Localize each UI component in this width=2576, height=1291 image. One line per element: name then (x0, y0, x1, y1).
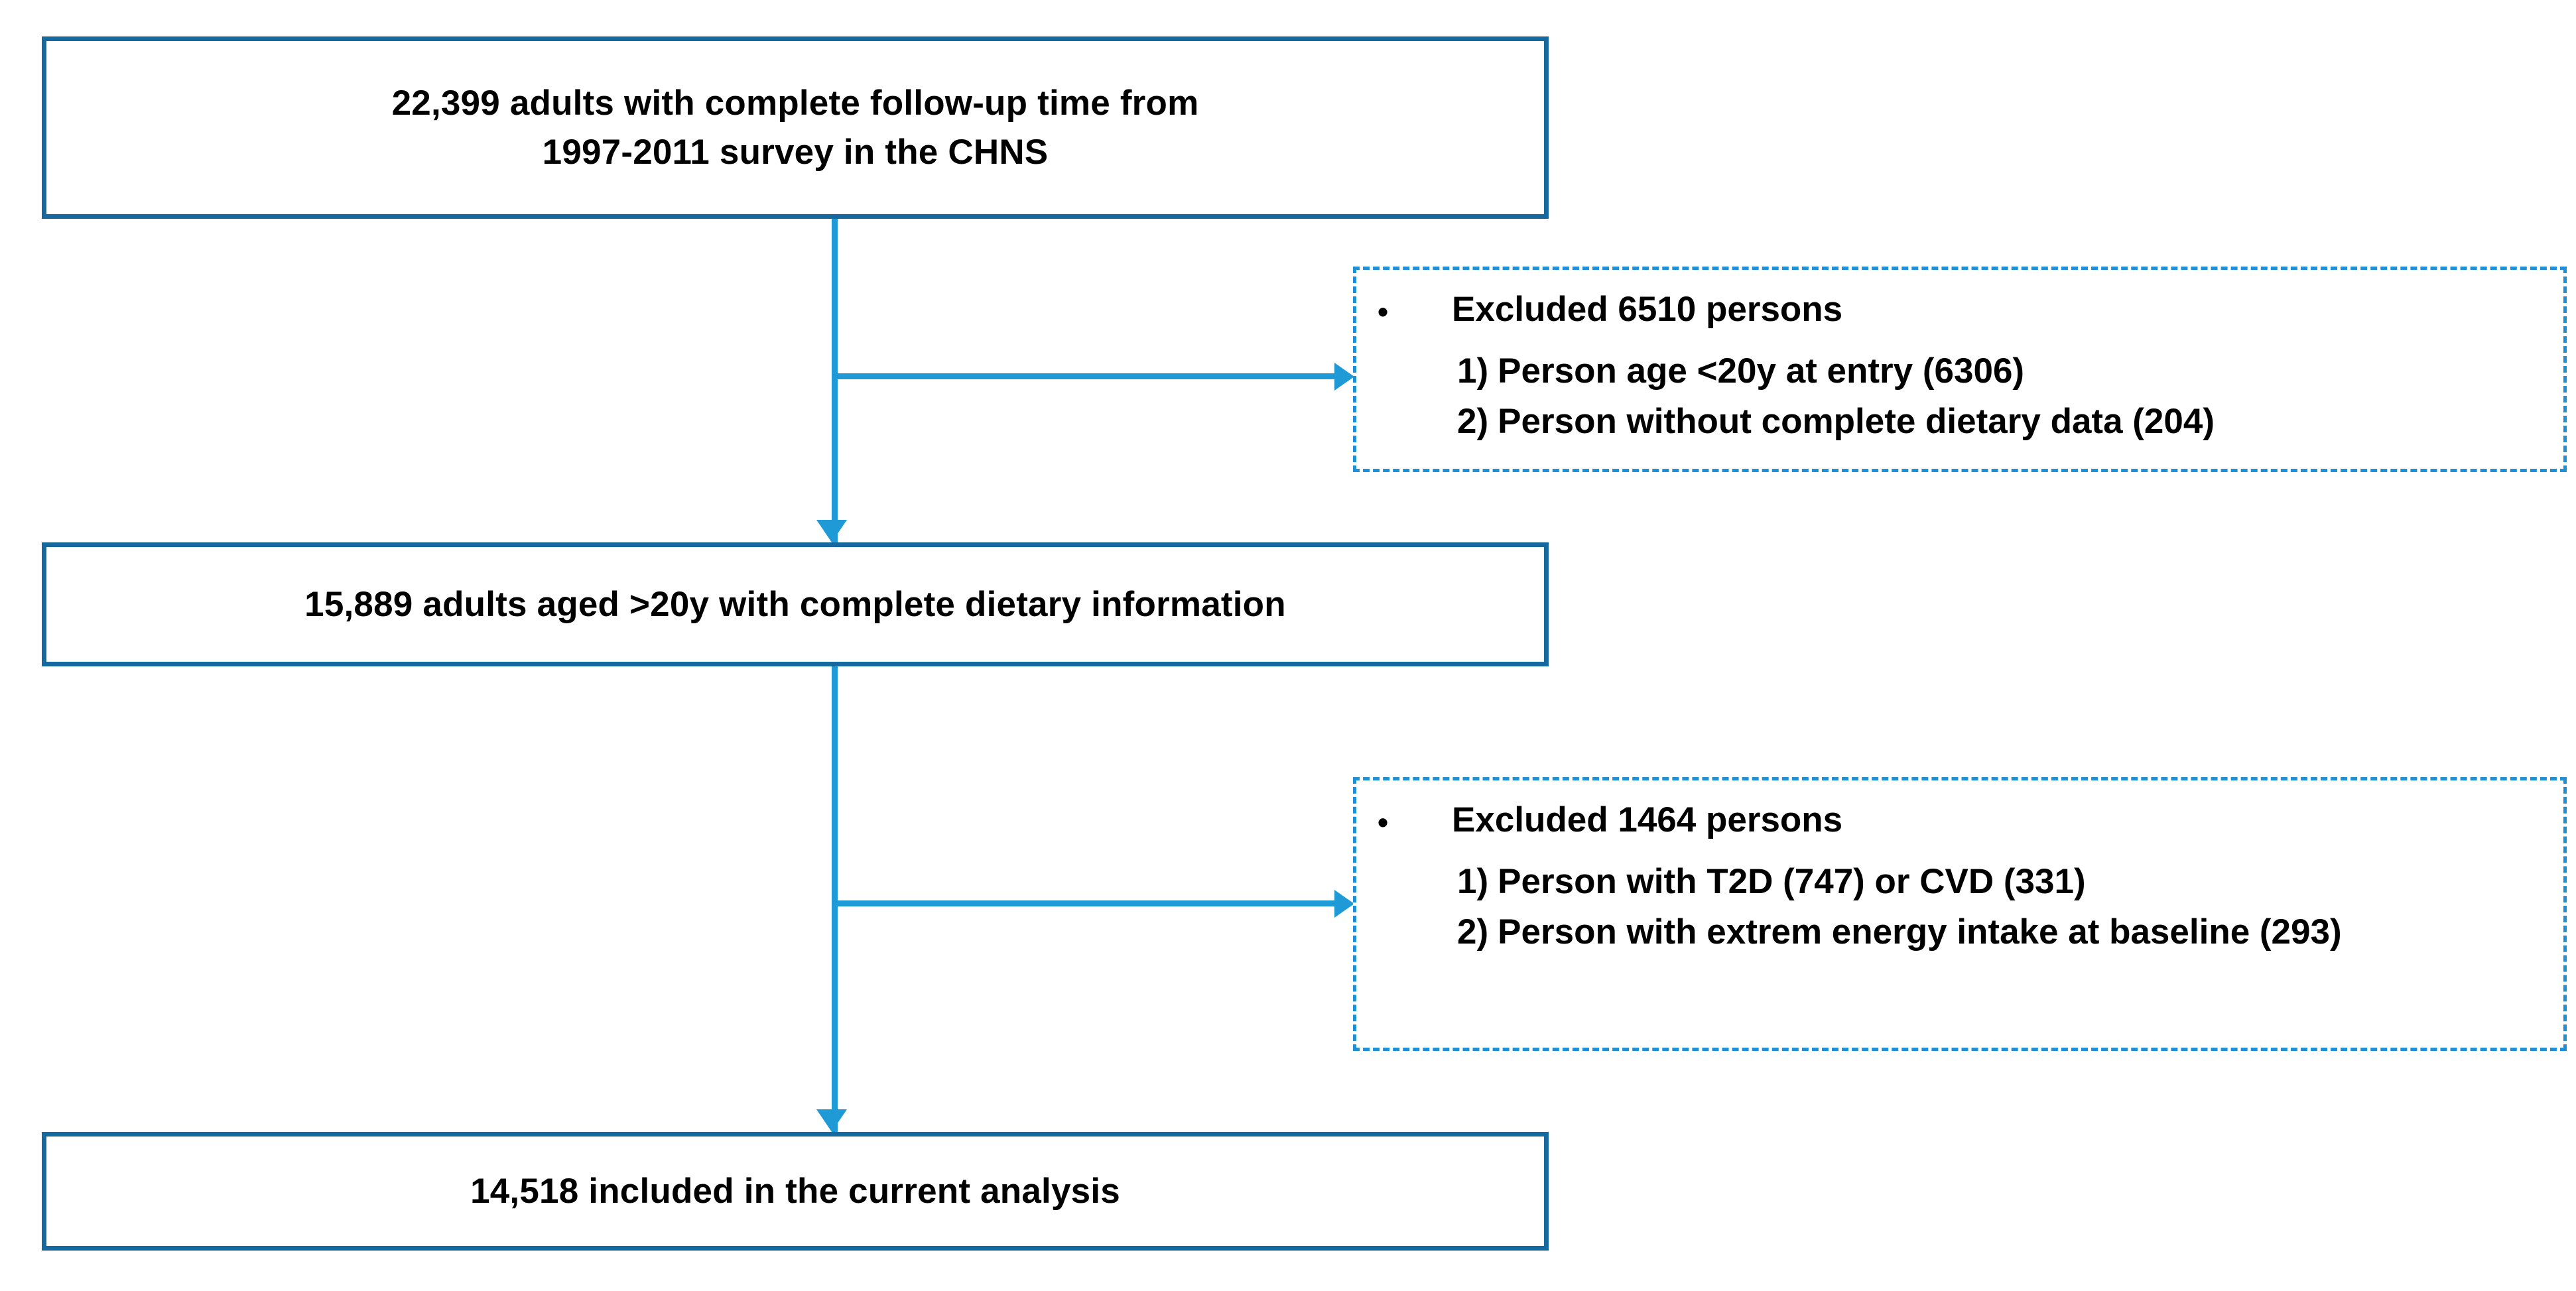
list-item: 2) Person without complete dietary data … (1457, 399, 2551, 445)
node-final-sample: 14,518 included in the current analysis (42, 1132, 1549, 1251)
exclusion-1-heading-row: • Excluded 6510 persons (1378, 288, 1842, 331)
exclusion-1-reason-2-text: Person without complete dietary data (20… (1498, 402, 2215, 442)
exclusion-2-reason-2-text: Person with extrem energy intake at base… (1498, 912, 2342, 952)
exclusion-2-heading: Excluded 1464 persons (1452, 800, 1843, 839)
exclusion-2-reason-list: 1) Person with T2D (747) or CVD (331) 2)… (1457, 859, 2551, 960)
bullet-icon: • (1378, 294, 1389, 329)
node-baseline-cohort: 22,399 adults with complete follow-up ti… (42, 36, 1549, 219)
arrow-down-icon-to-eligible (816, 520, 847, 542)
node-exclusion-1: • Excluded 6510 persons 1) Person age <2… (1353, 267, 2567, 472)
node-eligible-cohort-label: 15,889 adults aged >20y with complete di… (304, 584, 1286, 624)
exclusion-1-reason-2-number: 2) (1457, 402, 1489, 442)
arrow-right-icon-to-exclusion-2 (1334, 890, 1354, 918)
node-baseline-cohort-label: 22,399 adults with complete follow-up ti… (391, 84, 1199, 172)
exclusion-2-reason-1-number: 1) (1457, 862, 1489, 901)
list-item: 1) Person age <20y at entry (6306) (1457, 348, 2551, 395)
connector-line-to-exclusion-1 (832, 373, 1341, 379)
list-item: 2) Person with extrem energy intake at b… (1457, 909, 2551, 955)
list-item: 1) Person with T2D (747) or CVD (331) (1457, 859, 2551, 905)
exclusion-1-reason-1-number: 1) (1457, 351, 1489, 391)
exclusion-1-heading: Excluded 6510 persons (1452, 290, 1843, 329)
connector-line-to-exclusion-2 (832, 900, 1341, 906)
node-exclusion-2: • Excluded 1464 persons 1) Person with T… (1353, 777, 2567, 1051)
node-final-sample-label: 14,518 included in the current analysis (470, 1171, 1120, 1211)
arrow-right-icon-to-exclusion-1 (1334, 363, 1354, 391)
bullet-icon: • (1378, 805, 1389, 839)
exclusion-2-heading-row: • Excluded 1464 persons (1378, 799, 1842, 841)
exclusion-1-reason-list: 1) Person age <20y at entry (6306) 2) Pe… (1457, 348, 2551, 450)
exclusion-1-reason-1-text: Person age <20y at entry (6306) (1498, 351, 2025, 391)
exclusion-2-content: • Excluded 1464 persons 1) Person with T… (1356, 780, 2563, 1048)
node-eligible-cohort: 15,889 adults aged >20y with complete di… (42, 542, 1549, 666)
exclusion-2-reason-1-text: Person with T2D (747) or CVD (331) (1498, 862, 2086, 901)
exclusion-2-reason-2-number: 2) (1457, 912, 1489, 952)
connector-line-cohort-to-eligible (832, 219, 838, 545)
exclusion-1-content: • Excluded 6510 persons 1) Person age <2… (1356, 270, 2563, 469)
arrow-down-icon-to-final (816, 1109, 847, 1132)
